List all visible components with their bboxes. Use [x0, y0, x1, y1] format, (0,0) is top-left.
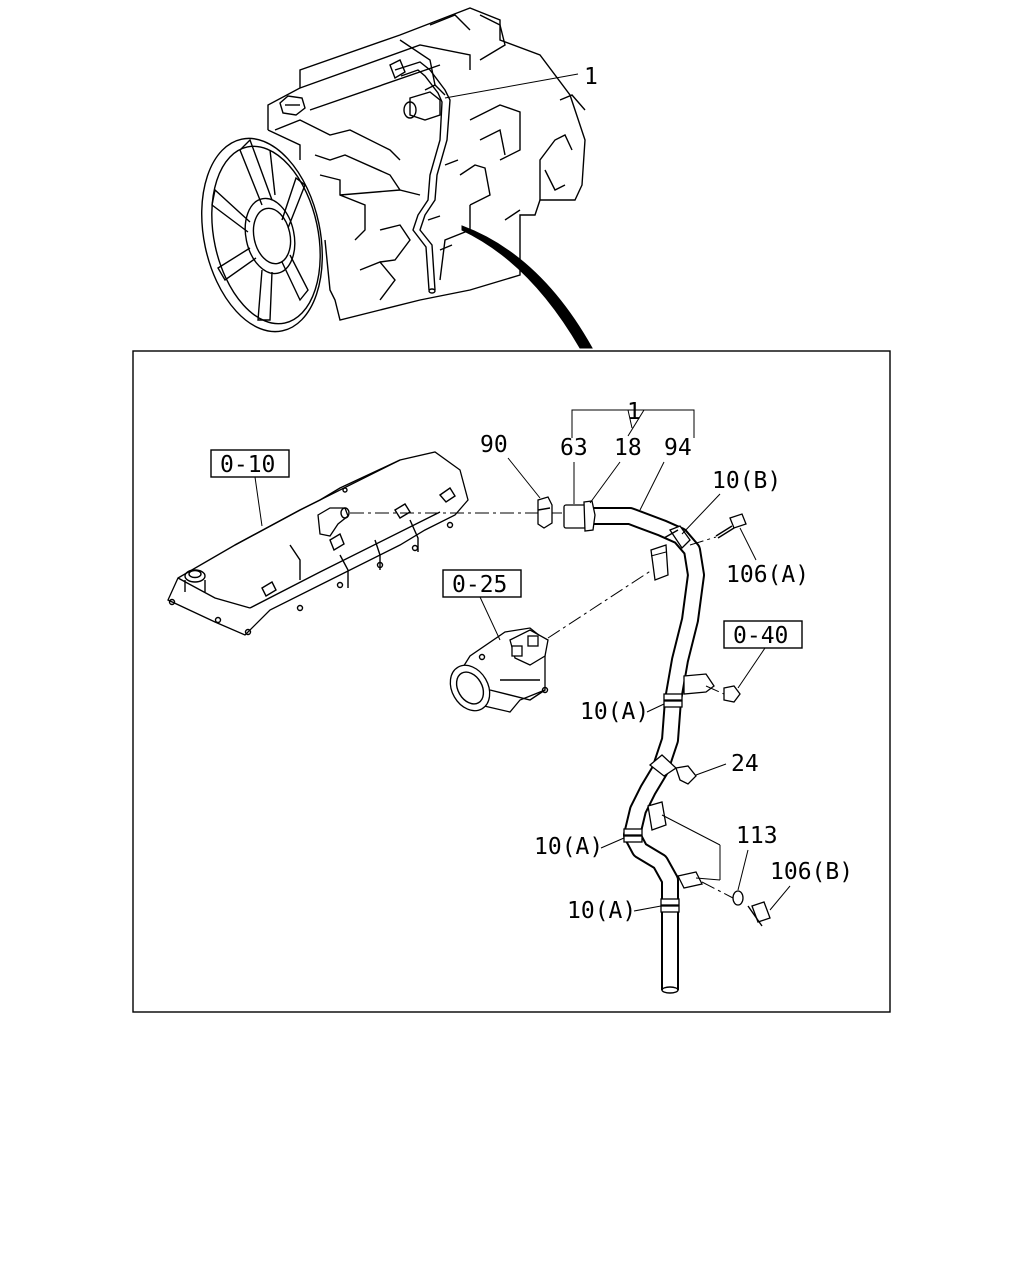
- part-113-washer: [732, 890, 744, 906]
- callout-24: 24: [731, 751, 759, 777]
- ref-box-0-25: 0-25: [442, 569, 522, 598]
- callout-94: 94: [664, 435, 692, 461]
- callout-63: 63: [560, 435, 588, 461]
- ref-0-25-text: 0-25: [452, 572, 507, 598]
- part-106a-bolt: [715, 513, 747, 539]
- zoom-arrow: [461, 225, 593, 349]
- part-106b-bolt: [747, 901, 771, 927]
- part-90-connector: [537, 496, 553, 529]
- callout-10a-2: 10(A): [534, 834, 603, 860]
- callout-106a: 106(A): [726, 562, 809, 588]
- part-nut-0-40: [723, 685, 741, 703]
- callout-1: 1: [627, 399, 641, 425]
- callout-106b: 106(B): [770, 859, 853, 885]
- callout-10a-1: 10(A): [580, 699, 649, 725]
- overview-callout-1: 1: [584, 64, 598, 90]
- ref-0-40-text: 0-40: [733, 623, 788, 649]
- callout-10b: 10(B): [712, 468, 781, 494]
- overview-leader: [444, 73, 579, 99]
- callout-113: 113: [736, 823, 778, 849]
- detail-frame: [132, 350, 891, 1013]
- callout-10a-3: 10(A): [567, 898, 636, 924]
- engine-overview: [201, 7, 586, 333]
- callout-90: 90: [480, 432, 508, 458]
- ref-box-0-40: 0-40: [723, 620, 803, 649]
- hose-assembly: [563, 500, 721, 994]
- ref-0-10-text: 0-10: [220, 452, 275, 478]
- ref-box-0-10: 0-10: [210, 449, 290, 478]
- callout-18: 18: [614, 435, 642, 461]
- thermostat-housing: [449, 627, 549, 713]
- cylinder-head-cover: [167, 451, 469, 636]
